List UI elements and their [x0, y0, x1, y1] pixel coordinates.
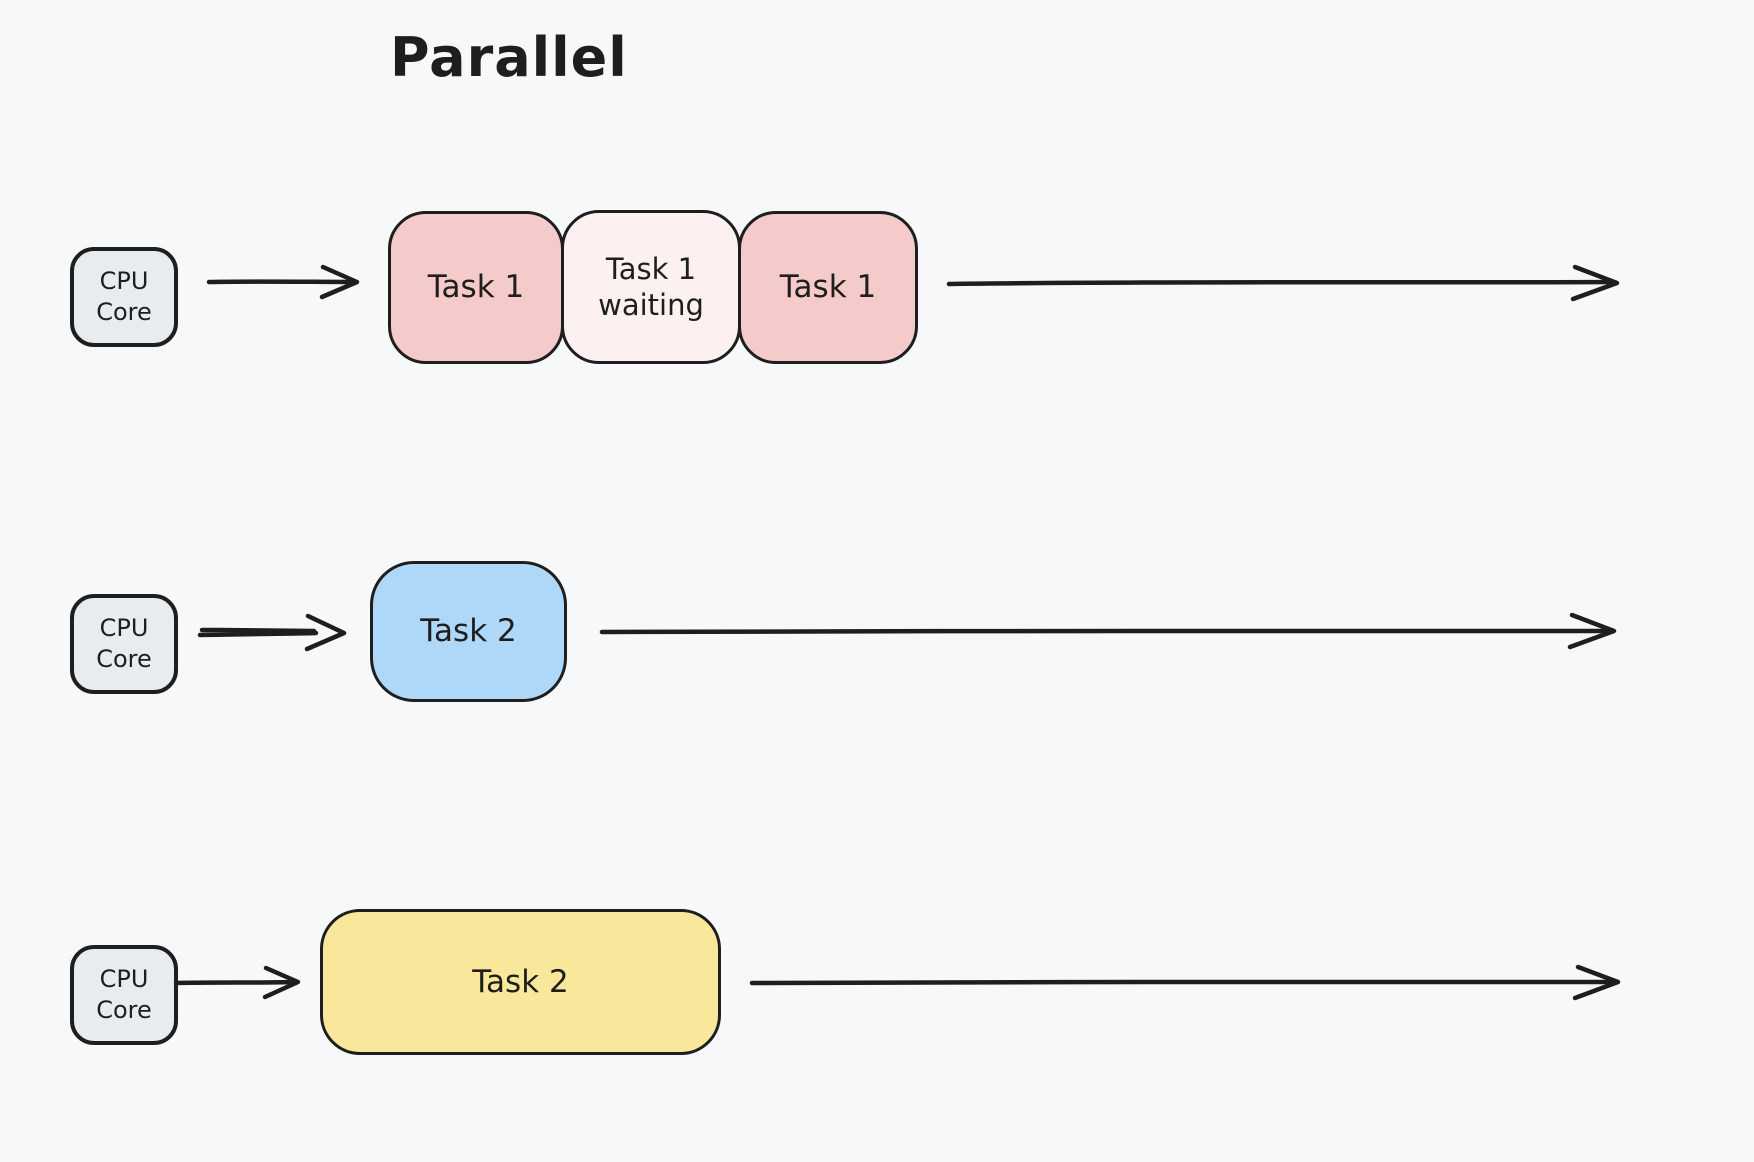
- cpu-core-label: CPU: [99, 613, 149, 642]
- task-label: Task 1: [779, 269, 877, 306]
- task-label: Task 1: [427, 269, 525, 306]
- cpu-core-box-row1: CPU Core: [70, 247, 178, 347]
- task1-running-box-2: Task 1: [738, 211, 918, 364]
- task2-running-box-core2: Task 2: [370, 561, 567, 702]
- task-label: Task 2: [472, 963, 569, 1000]
- arrow-cpu-to-task-row2: [197, 613, 347, 652]
- task1-running-box-1: Task 1: [388, 211, 564, 364]
- cpu-core-label: Core: [96, 645, 152, 673]
- task-label: Task 2: [420, 613, 517, 650]
- cpu-core-label: Core: [96, 298, 152, 326]
- task1-waiting-box: Task 1 waiting: [561, 210, 741, 364]
- timeline-arrow-row1: [946, 264, 1620, 302]
- cpu-core-box-row2: CPU Core: [70, 594, 178, 694]
- page-title: Parallel: [390, 26, 628, 89]
- task-label: waiting: [598, 288, 704, 322]
- task2-running-box-core3: Task 2: [320, 909, 721, 1055]
- task-label: Task 1: [605, 251, 697, 286]
- timeline-arrow-row3: [749, 964, 1621, 1001]
- arrow-cpu-to-task-row1: [206, 264, 360, 300]
- cpu-core-label: Core: [96, 996, 152, 1024]
- cpu-core-label: CPU: [99, 266, 149, 295]
- arrow-cpu-to-task-row3: [173, 965, 301, 1000]
- timeline-arrow-row2: [599, 612, 1617, 650]
- cpu-core-label: CPU: [99, 964, 149, 993]
- cpu-core-box-row3: CPU Core: [70, 945, 178, 1045]
